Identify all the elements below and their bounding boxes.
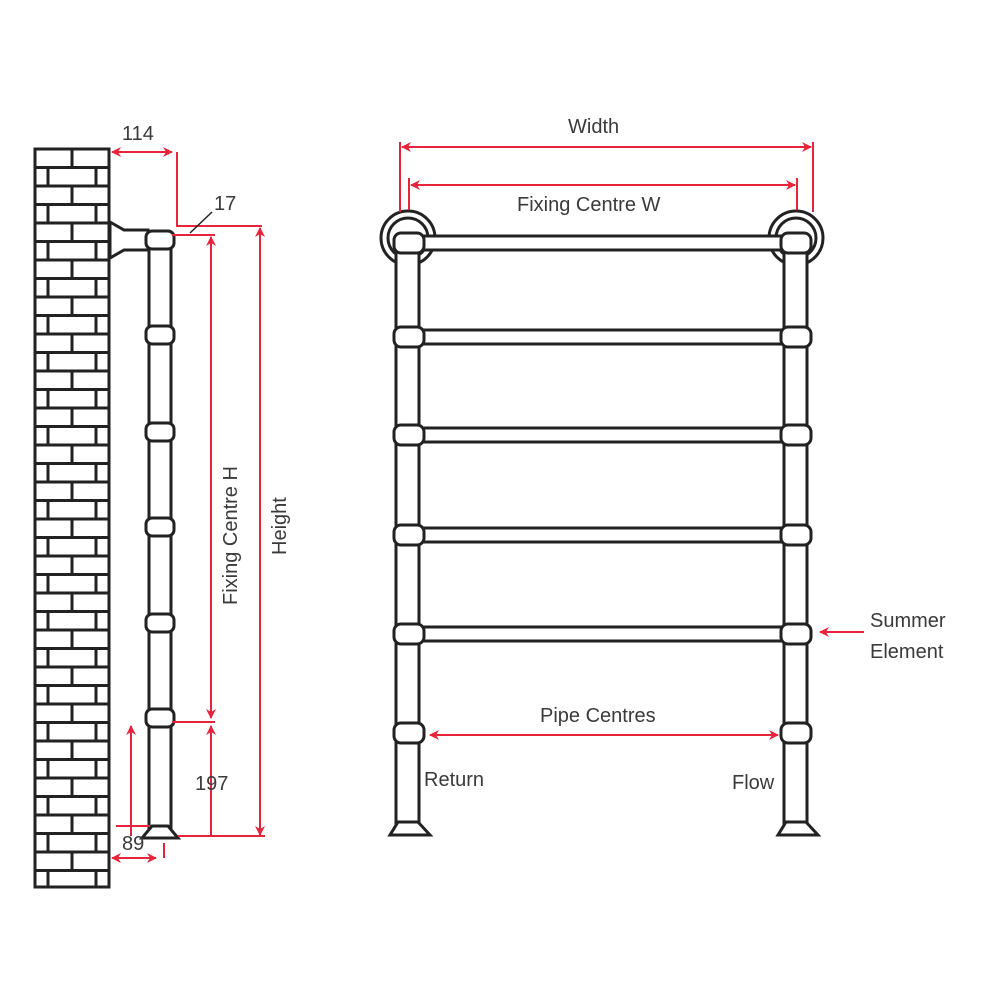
element-label: Element [870, 641, 944, 663]
collar-left [392, 423, 426, 447]
side-collar [144, 229, 176, 251]
width-label: Width [568, 116, 619, 138]
side-collar [144, 324, 176, 346]
dim-197-label: 197 [195, 773, 228, 795]
collar-right [779, 325, 813, 349]
side-foot [138, 824, 182, 840]
fixing-centre-h-label: Fixing Centre H [220, 466, 242, 605]
towel-rail [408, 234, 796, 252]
pipe-centres-label: Pipe Centres [540, 705, 656, 727]
height-label: Height [269, 497, 291, 555]
side-collar [144, 707, 176, 729]
dim-17-label: 17 [214, 193, 236, 215]
right-foot [775, 820, 822, 837]
side-dimensions: 114 17 197 89 Fixing Centre H Height [111, 123, 291, 863]
side-view-radiator [108, 219, 182, 840]
dim-89-label: 89 [122, 833, 144, 855]
towel-rail [408, 426, 796, 444]
collar-right [779, 231, 813, 255]
collar-right [779, 523, 813, 547]
collar-left [392, 523, 426, 547]
collar-right [779, 622, 813, 646]
collar-right [779, 423, 813, 447]
return-label: Return [424, 769, 484, 791]
side-collar [144, 421, 176, 443]
collar-left [392, 622, 426, 646]
collar-left [392, 231, 426, 255]
summer-label: Summer [870, 610, 946, 632]
collar-left [392, 721, 426, 745]
towel-rail [408, 625, 796, 643]
flow-label: Flow [732, 772, 775, 794]
towel-rail [408, 526, 796, 544]
front-dimensions: Width Fixing Centre W Pipe Centres Retur… [399, 116, 946, 794]
collar-left [392, 325, 426, 349]
front-view-radiator [379, 209, 825, 837]
collar-right [779, 721, 813, 745]
side-collar [144, 612, 176, 634]
wall-bracket [108, 219, 150, 261]
fixing-centre-w-label: Fixing Centre W [517, 194, 660, 216]
side-collar [144, 516, 176, 538]
towel-rail [408, 328, 796, 346]
dim-114-label: 114 [122, 123, 154, 145]
left-foot [387, 820, 434, 837]
brick-wall [33, 147, 111, 889]
